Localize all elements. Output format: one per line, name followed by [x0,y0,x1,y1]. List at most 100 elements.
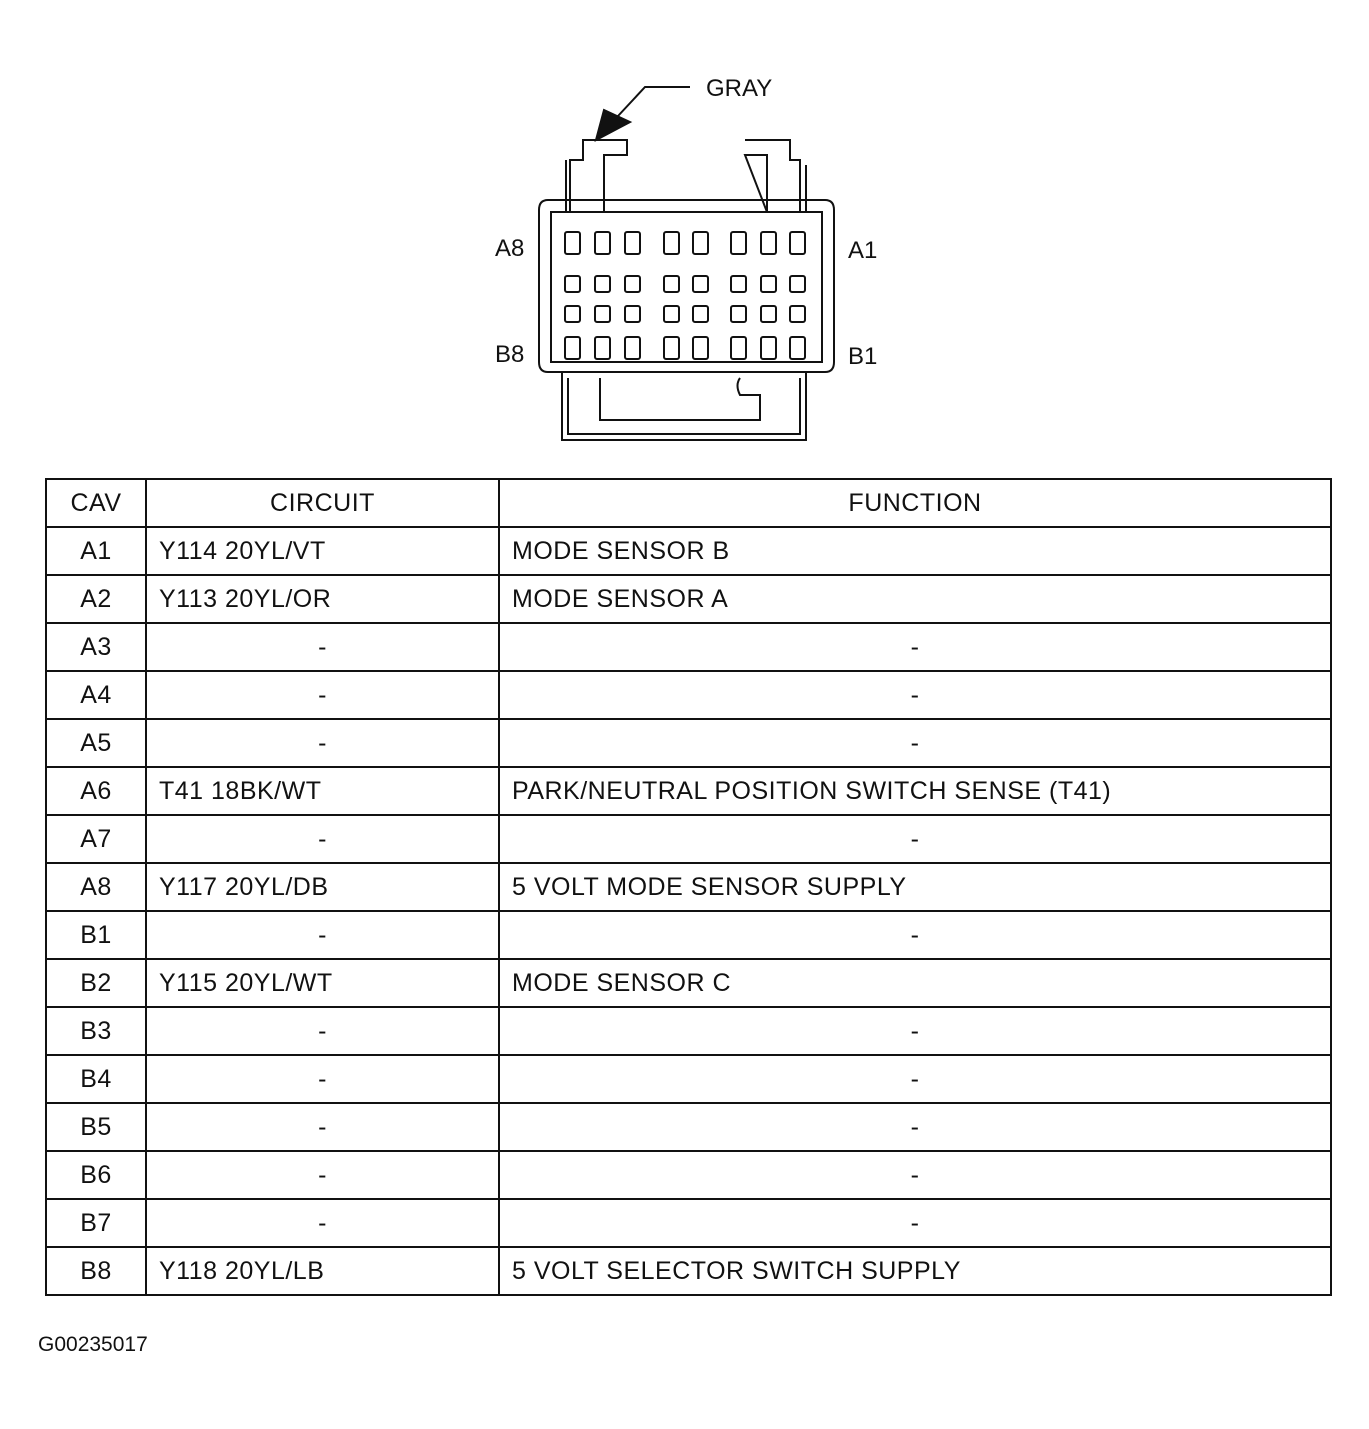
header-function: FUNCTION [498,478,1332,528]
table-row: B7-- [45,1198,1332,1248]
terminal-cavity [624,275,641,293]
function-cell: - [498,622,1332,672]
circuit-cell: - [145,910,500,960]
function-cell: - [498,1006,1332,1056]
cav-cell: A5 [45,718,147,768]
circuit-cell: Y113 20YL/OR [145,574,500,624]
cav-cell: B2 [45,958,147,1008]
circuit-cell: - [145,1150,500,1200]
terminal-cavity [789,275,806,293]
figure-id: G00235017 [38,1333,148,1356]
function-cell: - [498,1198,1332,1248]
terminal-cavity [730,336,747,360]
cav-cell: B3 [45,1006,147,1056]
cavity-label-b8: B8 [495,341,524,368]
terminal-cavity [564,275,581,293]
arrow-head [594,108,633,142]
terminal-cavity [594,336,611,360]
terminal-cavity [663,231,680,255]
cavity-label-a1: A1 [848,237,877,264]
function-cell: 5 VOLT MODE SENSOR SUPPLY [498,862,1332,912]
terminal-cavity [692,336,709,360]
circuit-cell: - [145,1102,500,1152]
function-cell: PARK/NEUTRAL POSITION SWITCH SENSE (T41) [498,766,1332,816]
function-cell: - [498,1102,1332,1152]
connector-color-label: GRAY [706,75,772,102]
terminal-cavity [789,231,806,255]
terminal-cavity [760,305,777,323]
terminal-cavities [564,231,806,360]
terminal-cavity [624,336,641,360]
cav-cell: B1 [45,910,147,960]
terminal-cavity [564,305,581,323]
table-row: B1-- [45,910,1332,960]
function-cell: MODE SENSOR B [498,526,1332,576]
function-cell: - [498,910,1332,960]
terminal-cavity [760,336,777,360]
right-lock-tab [743,139,801,213]
circuit-cell: - [145,718,500,768]
circuit-cell: - [145,1198,500,1248]
terminal-cavity [789,305,806,323]
header-circuit: CIRCUIT [145,478,500,528]
housing-skirt [561,372,807,441]
circuit-cell: Y115 20YL/WT [145,958,500,1008]
connector-diagram: GRAY A8 A1 B8 B1 [470,60,900,450]
table-row: B6-- [45,1150,1332,1200]
terminal-cavity [594,275,611,293]
function-cell: - [498,1054,1332,1104]
table-row: A3-- [45,622,1332,672]
circuit-cell: - [145,622,500,672]
function-cell: - [498,814,1332,864]
terminal-cavity [730,275,747,293]
cav-cell: B8 [45,1246,147,1296]
terminal-cavity [692,275,709,293]
circuit-cell: Y114 20YL/VT [145,526,500,576]
terminal-cavity [730,231,747,255]
table-row: B5-- [45,1102,1332,1152]
leader-line [617,86,690,117]
left-lock-tab [569,139,628,212]
table-row: B4-- [45,1054,1332,1104]
cav-cell: A4 [45,670,147,720]
terminal-cavity [624,231,641,255]
terminal-cavity [564,231,581,255]
circuit-cell: Y118 20YL/LB [145,1246,500,1296]
housing-inner-wall [550,211,823,363]
cav-cell: B6 [45,1150,147,1200]
terminal-cavity [789,336,806,360]
function-cell: MODE SENSOR A [498,574,1332,624]
cav-cell: A3 [45,622,147,672]
terminal-cavity [624,305,641,323]
cav-cell: B4 [45,1054,147,1104]
table-row: A4-- [45,670,1332,720]
terminal-cavity [564,336,581,360]
terminal-cavity [760,231,777,255]
cav-cell: A8 [45,862,147,912]
terminal-cavity [663,336,680,360]
terminal-cavity [760,275,777,293]
function-cell: - [498,718,1332,768]
cav-cell: B5 [45,1102,147,1152]
terminal-cavity [594,231,611,255]
function-cell: MODE SENSOR C [498,958,1332,1008]
function-cell: 5 VOLT SELECTOR SWITCH SUPPLY [498,1246,1332,1296]
function-cell: - [498,1150,1332,1200]
circuit-cell: T41 18BK/WT [145,766,500,816]
circuit-cell: Y117 20YL/DB [145,862,500,912]
table-header-row: CAV CIRCUIT FUNCTION [45,478,1332,528]
circuit-cell: - [145,814,500,864]
terminal-cavity [692,305,709,323]
cav-cell: A2 [45,574,147,624]
function-cell: - [498,670,1332,720]
cav-cell: B7 [45,1198,147,1248]
cav-cell: A1 [45,526,147,576]
cavity-label-b1: B1 [848,343,877,370]
